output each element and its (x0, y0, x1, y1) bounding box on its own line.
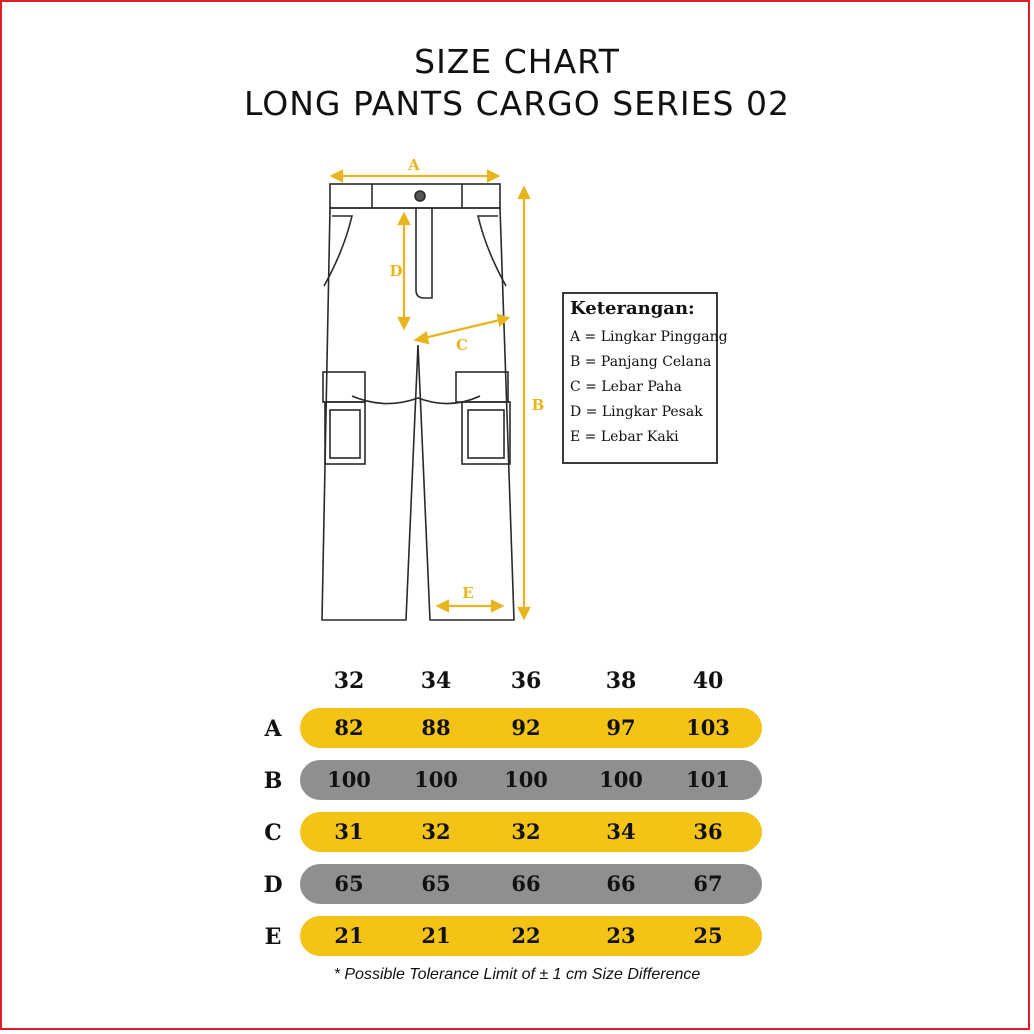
legend-item-e: E = Lebar Kaki (570, 429, 679, 445)
label-e: E (462, 584, 473, 602)
size-header-40: 40 (692, 668, 724, 694)
cell-d-38: 66 (606, 871, 636, 896)
row-label-d: D (263, 872, 283, 898)
label-b: B (532, 396, 545, 414)
cell-b-32: 100 (327, 767, 371, 792)
legend-title: Keterangan: (570, 298, 695, 319)
measure-letters: A B C D E (389, 156, 544, 602)
row-label-a: A (264, 716, 282, 742)
row-label-b: B (263, 768, 283, 794)
tolerance-note: * Possible Tolerance Limit of ± 1 cm Siz… (333, 966, 701, 983)
legend-item-b: B = Panjang Celana (570, 354, 712, 370)
cell-b-34: 100 (414, 767, 458, 792)
row-pill-e: 21 21 22 23 25 (300, 916, 762, 956)
cell-b-38: 100 (599, 767, 643, 792)
cell-a-32: 82 (334, 715, 364, 740)
cell-d-34: 65 (421, 871, 451, 896)
label-c: C (456, 336, 468, 354)
cell-e-40: 25 (693, 923, 723, 948)
cell-e-38: 23 (606, 923, 636, 948)
pants-diagram: A B C D E (321, 156, 544, 621)
size-header-38: 38 (605, 668, 637, 694)
page-subtitle: LONG PANTS CARGO SERIES 02 (244, 84, 790, 123)
size-header-34: 34 (420, 668, 452, 694)
row-pill-d: 65 65 66 66 67 (300, 864, 762, 904)
row-label-e: E (264, 924, 282, 950)
cell-c-34: 32 (421, 819, 451, 844)
legend-box: Keterangan: A = Lingkar Pinggang B = Pan… (562, 292, 728, 464)
legend-item-c: C = Lebar Paha (570, 379, 682, 395)
cell-c-40: 36 (693, 819, 723, 844)
label-d: D (389, 262, 402, 280)
size-header-32: 32 (333, 668, 365, 694)
cell-c-36: 32 (511, 819, 541, 844)
cell-d-40: 67 (693, 871, 723, 896)
row-pill-b: 100 100 100 100 101 (300, 760, 762, 800)
pants-outline (321, 183, 515, 621)
cell-a-38: 97 (606, 715, 636, 740)
measure-arrows (329, 169, 531, 621)
row-pill-a: 82 88 92 97 103 (300, 708, 762, 748)
cell-a-36: 92 (511, 715, 541, 740)
cell-a-34: 88 (421, 715, 451, 740)
label-a: A (407, 156, 420, 174)
row-pill-c: 31 32 32 34 36 (300, 812, 762, 852)
cell-b-36: 100 (504, 767, 548, 792)
cell-d-36: 66 (511, 871, 541, 896)
cell-c-38: 34 (606, 819, 636, 844)
size-header-36: 36 (510, 668, 542, 694)
legend-item-d: D = Lingkar Pesak (570, 404, 703, 420)
cell-d-32: 65 (334, 871, 364, 896)
cell-e-32: 21 (334, 923, 364, 948)
cell-a-40: 103 (686, 715, 730, 740)
cell-c-32: 31 (334, 819, 364, 844)
cell-e-36: 22 (511, 923, 541, 948)
legend-item-a: A = Lingkar Pinggang (570, 329, 728, 345)
row-label-c: C (264, 820, 282, 846)
page-title: SIZE CHART (414, 42, 620, 81)
cell-e-34: 21 (421, 923, 451, 948)
cell-b-40: 101 (686, 767, 730, 792)
